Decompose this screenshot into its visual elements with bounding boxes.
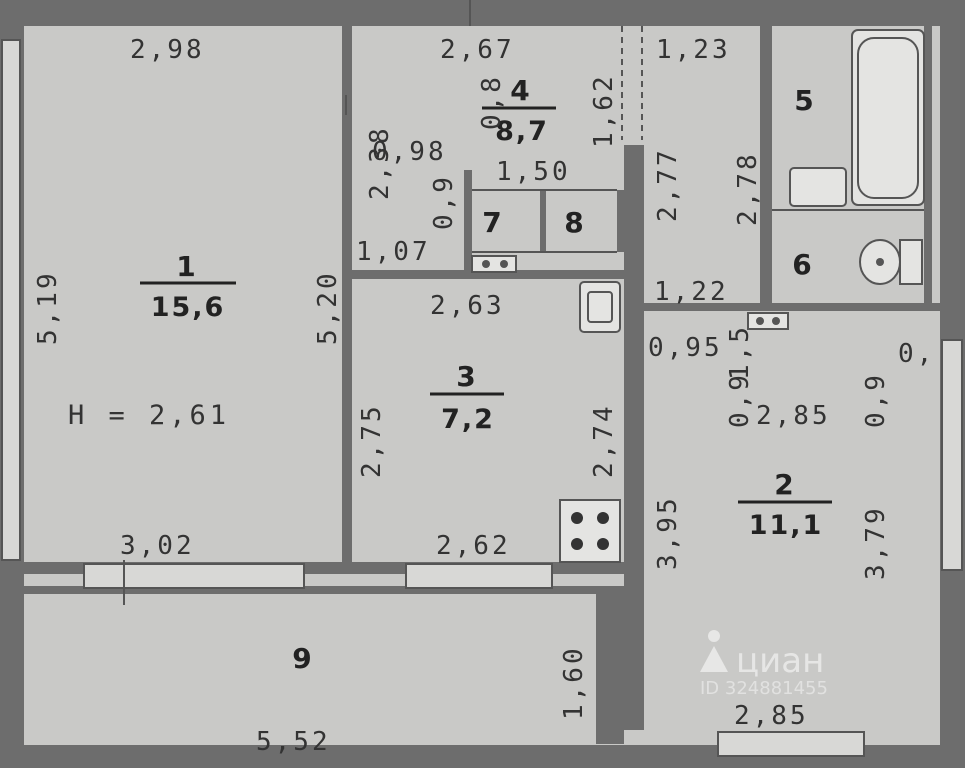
dim-hall-side: 2,77	[653, 147, 683, 222]
dim-r2-e: 0,	[898, 339, 935, 369]
dim-r4-c: 1,50	[496, 157, 571, 187]
dim-r2-a: 0,95	[648, 333, 723, 363]
dim-r7-width: 1,07	[356, 237, 431, 267]
kitchen-sink-icon	[579, 281, 621, 333]
dim-r9-bottom: 5,52	[256, 727, 331, 757]
dim-r1-left: 5,19	[33, 270, 63, 345]
dim-r2-top: 2,85	[756, 401, 831, 431]
room-1-area: 15,6	[151, 292, 226, 323]
room-8-number: 8	[564, 206, 583, 239]
room-1-number: 1	[176, 250, 195, 283]
room-4-number: 4	[510, 74, 529, 107]
dim-r3-left: 2,75	[357, 403, 387, 478]
dim-r1-bottom: 3,02	[120, 531, 195, 561]
room-9-number: 9	[292, 642, 311, 675]
room-3-number: 3	[456, 360, 475, 393]
ceiling-height: H = 2,61	[68, 400, 230, 431]
vent-icon	[471, 255, 789, 330]
dim-r4-side: 1,62	[589, 73, 619, 148]
room-2-number: 2	[774, 468, 793, 501]
cian-logo-icon	[700, 630, 728, 672]
partitions	[123, 0, 924, 605]
dim-r4-left: 2,38	[365, 125, 395, 200]
room-labels: 1 15,6 2 11,1 3 7,2 4 8,7 5 6 7 8 9	[140, 74, 832, 675]
dim-r4-depth: 0,8	[477, 74, 507, 130]
dim-r9-side: 1,60	[559, 645, 589, 720]
bathtub-icon	[851, 29, 925, 206]
watermark-brand: циан	[736, 641, 824, 681]
dim-r2-b: 1,5	[725, 324, 755, 380]
dim-r2-d: 0,9	[861, 372, 891, 428]
dim-r3-top: 2,63	[430, 291, 505, 321]
toilet-icon	[859, 239, 923, 285]
room-6-number: 6	[792, 248, 811, 281]
stove-icon	[559, 499, 621, 563]
dim-r1-right: 5,20	[313, 270, 343, 345]
room-3-area: 7,2	[441, 404, 495, 435]
watermark: циан ID 324881455	[700, 630, 828, 699]
watermark-id: ID 324881455	[700, 678, 828, 699]
dim-r2-c: 0,9	[725, 372, 755, 428]
dim-r5-side: 2,78	[733, 151, 763, 226]
dimensions-vertical: 5,19 5,20 2,38 0,8 0,9 1,62 2,77 2,78 2,…	[33, 73, 891, 720]
dim-r6-width: 1,22	[654, 277, 729, 307]
dim-r4-b: 0,9	[429, 174, 459, 230]
dim-r3-right: 2,74	[589, 403, 619, 478]
dim-r4-top: 2,67	[440, 35, 515, 65]
dim-r3-bottom: 2,62	[436, 531, 511, 561]
dim-r1-top: 2,98	[130, 35, 205, 65]
dim-r2-right: 3,79	[861, 505, 891, 580]
room-4-area: 8,7	[495, 116, 549, 147]
windows	[1, 39, 963, 757]
dimensions-horizontal: 2,98 2,67 1,23 0,98 1,50 1,07 2,63 1,22 …	[120, 35, 935, 757]
dim-r2-left: 3,95	[653, 495, 683, 570]
room-7-number: 7	[482, 206, 501, 239]
room-5-number: 5	[794, 84, 813, 117]
dim-hall-top: 1,23	[656, 35, 731, 65]
dim-r4-a: 0,98	[372, 137, 447, 167]
room-2-area: 11,1	[749, 510, 824, 541]
dim-r2-bottom: 2,85	[734, 701, 809, 731]
washbasin-icon	[789, 167, 847, 207]
